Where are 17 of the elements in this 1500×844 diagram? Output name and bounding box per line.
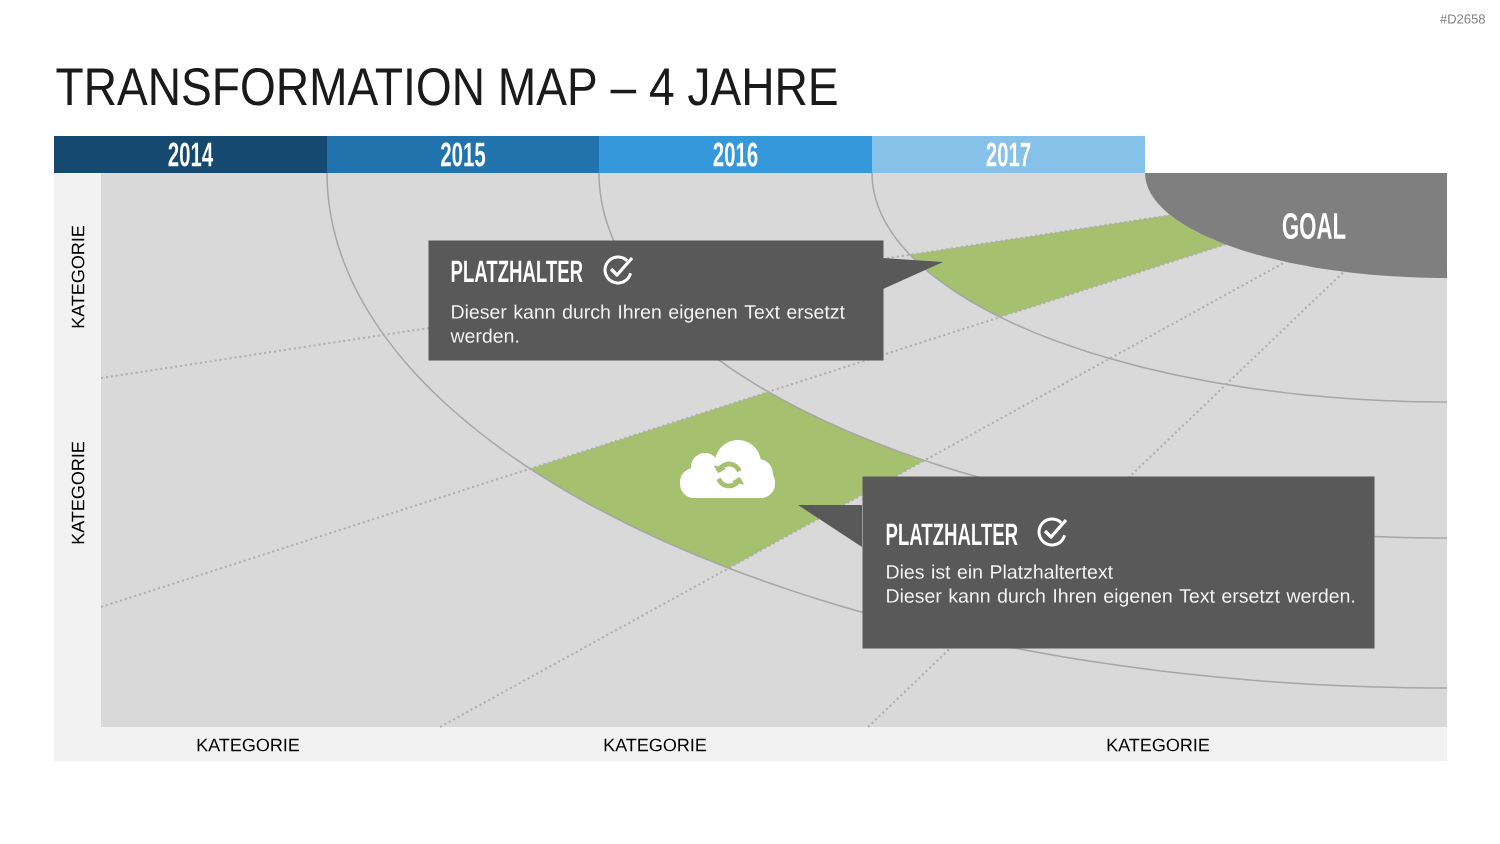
year-band: 2016 [599,136,872,173]
year-band: 2015 [327,136,599,173]
callout-box [428,240,943,361]
title: TRANSFORMATION MAP – 4 JAHRE [56,68,837,106]
axis-label: KATEGORIE [197,738,300,752]
callout-text: Dies ist ein Platzhaltertext Dieser kann durch Ihren eigenen Text ersetzt werden. [887,564,1355,607]
callout-text: Dieser kann durch Ihren eigenen Text ersetzt werden. [450,304,845,343]
axis-label: KATEGORIE [71,441,85,544]
year-band: 2014 [54,136,327,173]
reference-code: #D2658 [1440,14,1485,24]
callout-box [798,476,1375,649]
axis-label: KATEGORIE [604,738,707,752]
callout-title: PLATZHALTER [451,260,583,282]
year-band: 2017 [872,136,1145,173]
axis-label: KATEGORIE [71,225,85,328]
callout-title: PLATZHALTER [886,523,1018,545]
axis-label: KATEGORIE [1107,738,1210,752]
